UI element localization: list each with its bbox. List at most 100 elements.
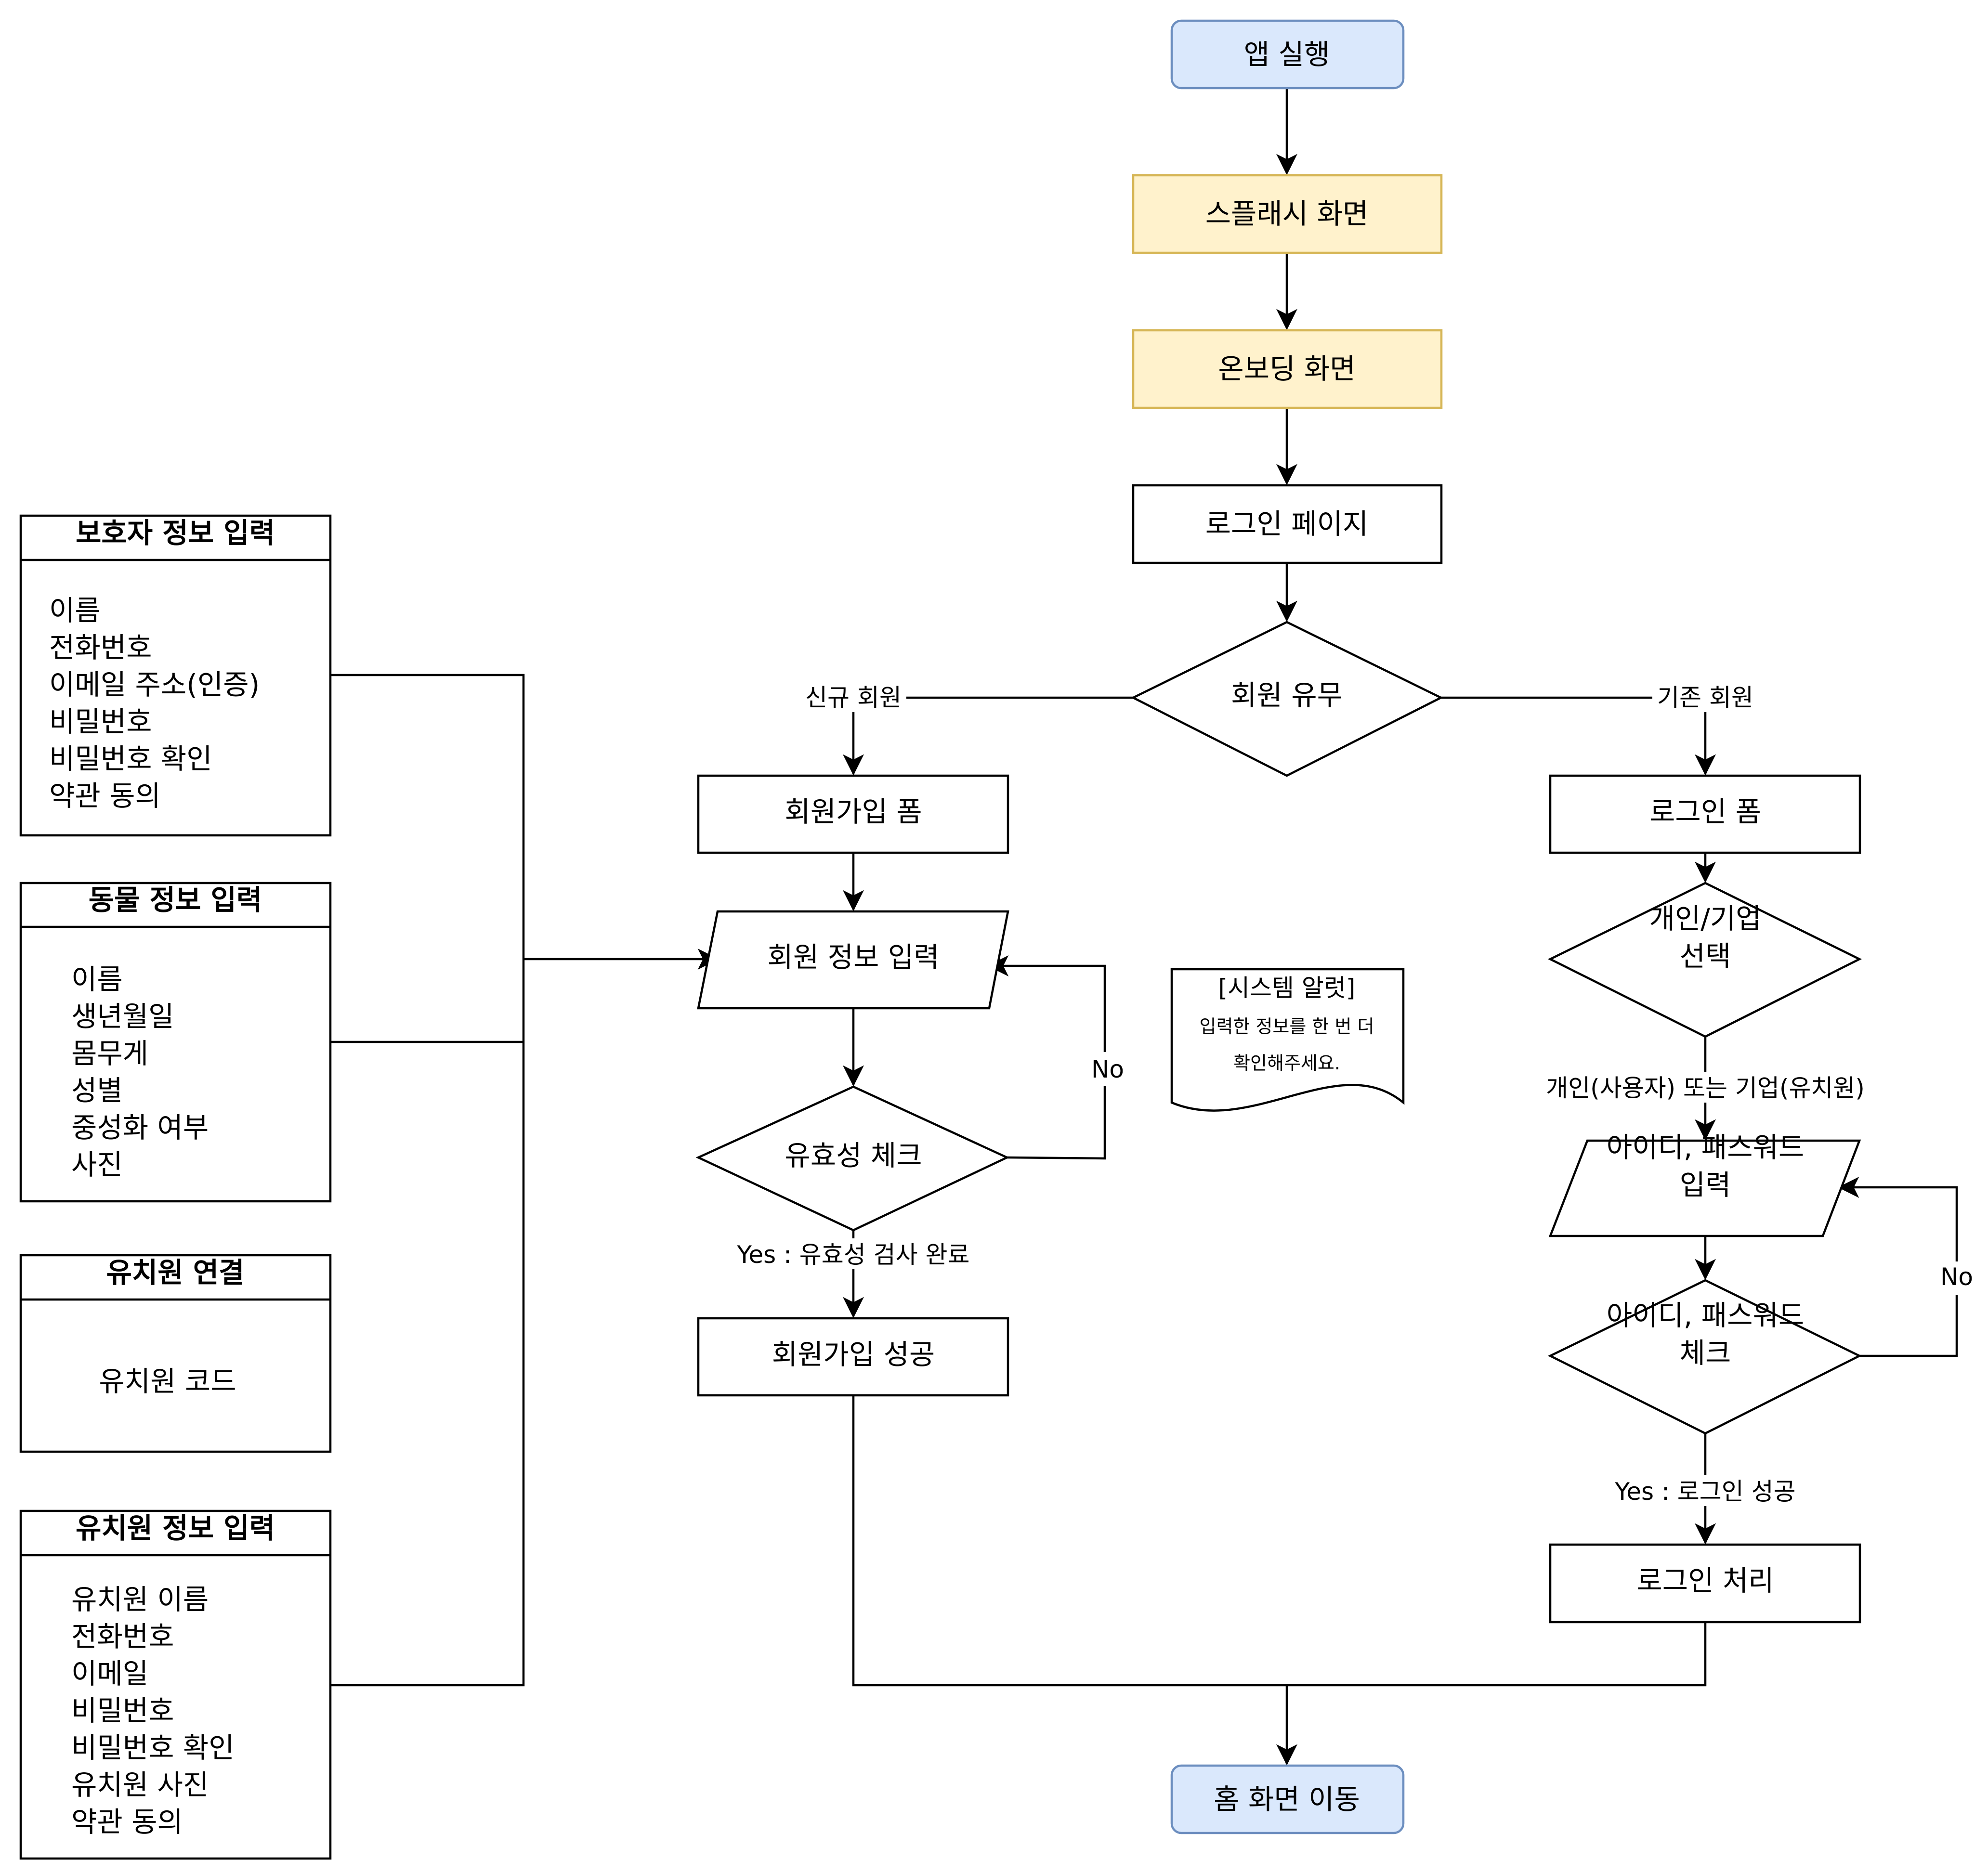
label-type-choice: 개인(사용자) 또는 기업(유치원) <box>1546 1074 1865 1102</box>
label-bg-validity-yes <box>737 1238 970 1269</box>
node-home-border <box>1170 1764 1405 1834</box>
label-bg-existing-member <box>1652 681 1758 712</box>
node-login-form-label: 로그인 폼 <box>1649 795 1761 828</box>
panel-guardian-title: 보호자 정보 입력 <box>76 517 275 549</box>
panel-list-item: 몸무게 <box>71 1037 148 1070</box>
node-label-line: 회원가입 폼 <box>785 795 922 828</box>
node-member-check-label: 회원 유무 <box>1231 679 1343 712</box>
panel-list-item: 유치원 이름 <box>71 1583 209 1616</box>
panel-animal-title: 동물 정보 입력 <box>89 884 262 916</box>
node-splash-label: 스플래시 화면 <box>1205 197 1369 230</box>
node-login-process <box>1549 1543 1861 1624</box>
label-bg-type-choice <box>1548 1072 1862 1103</box>
node-label-line: 로그인 처리 <box>1636 1564 1774 1597</box>
node-label-line: 스플래시 화면 <box>1205 197 1369 230</box>
node-type-select <box>1547 882 1862 1038</box>
nodes: 앱 실행 스플래시 화면 온보딩 화면 로그인 페이지 회원 유무 회원가입 폼… <box>695 19 1862 1834</box>
node-login-page-label: 로그인 페이지 <box>1205 507 1369 540</box>
label-bg-idpw-no <box>1936 1261 1976 1295</box>
node-label-line: 유효성 체크 <box>785 1139 922 1172</box>
edge-login-process-to-merge <box>1287 1622 1707 1687</box>
node-onboarding-border <box>1132 329 1443 409</box>
panel-list-item: 약관 동의 <box>49 780 161 812</box>
panel-list-item: 전화번호 <box>71 1620 174 1653</box>
node-validity-check-label: 유효성 체크 <box>785 1139 922 1172</box>
node-label-line: 로그인 폼 <box>1649 795 1761 828</box>
node-validity-check <box>695 1085 1010 1232</box>
label-bg-validity-no <box>1086 1052 1124 1086</box>
system-alert: [시스템 알럿] 입력한 정보를 한 번 더 확인해주세요. <box>1170 968 1405 1112</box>
system-alert-line-2: 확인해주세요. <box>1233 1053 1340 1074</box>
panel-list-item: 성별 <box>71 1074 123 1107</box>
panel-guardian-box <box>19 514 332 837</box>
node-splash <box>1133 175 1441 253</box>
node-label-line: 선택 <box>1680 940 1731 973</box>
panel-list-item: 중성화 여부 <box>71 1111 209 1144</box>
node-member-check <box>1130 621 1444 777</box>
panel-list-item: 이메일 주소(인증) <box>49 668 260 701</box>
panel-list-item: 약관 동의 <box>71 1806 183 1838</box>
node-signup-form-label: 회원가입 폼 <box>785 795 922 828</box>
node-start-border <box>1170 19 1405 90</box>
node-start <box>1172 21 1403 88</box>
label-idpw-yes: Yes : 로그인 성공 <box>1614 1478 1795 1506</box>
panel-animal-box <box>19 882 332 1203</box>
node-signup-form <box>697 774 1009 854</box>
node-login-form <box>1549 774 1861 854</box>
label-bg-new-member <box>800 681 906 712</box>
node-onboarding <box>1133 330 1441 408</box>
node-splash-border <box>1132 174 1443 254</box>
label-validity-yes: Yes : 유효성 검사 완료 <box>736 1241 969 1269</box>
panel-list-item: 비밀번호 확인 <box>71 1731 235 1764</box>
node-label-line: 회원 유무 <box>1231 679 1343 712</box>
label-validity-no: No <box>1091 1055 1124 1083</box>
node-label-line: 로그인 페이지 <box>1205 507 1369 540</box>
panel-kinder-link: 유치원 연결 유치원 코드 <box>19 1254 332 1453</box>
node-label-line: 회원가입 성공 <box>772 1338 935 1371</box>
system-alert-shape <box>1170 968 1405 1112</box>
panel-kinder-link-title: 유치원 연결 <box>106 1256 245 1289</box>
panel-list-item: 이메일 <box>71 1657 148 1690</box>
panel-list-item: 이름 <box>49 594 101 627</box>
panel-list-item: 유치원 사진 <box>71 1768 209 1801</box>
node-signup-success-label: 회원가입 성공 <box>772 1338 935 1371</box>
panel-list-item: 유치원 코드 <box>99 1365 236 1398</box>
node-start-label: 앱 실행 <box>1244 38 1330 71</box>
label-existing-member: 기존 회원 <box>1657 684 1753 712</box>
node-home <box>1172 1766 1403 1833</box>
panel-list-item: 사진 <box>71 1148 123 1181</box>
panel-kinder-link-box <box>19 1254 332 1453</box>
node-label-line: 개인/기업 <box>1649 902 1762 935</box>
edge-guardian-panel-bus <box>330 674 525 1687</box>
panel-kinder-link-items: 유치원 코드 <box>99 1365 236 1398</box>
panel-list-item: 전화번호 <box>49 631 152 664</box>
edge-labels: 신규 회원 기존 회원 No Yes : 유효성 검사 완료 개인(사용자) 또… <box>736 681 1976 1506</box>
node-label-line: 회원 정보 입력 <box>767 941 939 974</box>
label-new-member: 신규 회원 <box>805 684 902 712</box>
node-label-line: 아이디, 패스워드 <box>1607 1299 1804 1332</box>
panel-list-item: 비밀번호 <box>71 1694 174 1727</box>
node-id-pw-check <box>1547 1279 1862 1435</box>
node-label-line: 온보딩 화면 <box>1218 352 1355 385</box>
node-signup-success <box>697 1317 1009 1397</box>
panel-kinder-info-box <box>19 1509 332 1860</box>
edge-success-to-merge <box>852 1395 1287 1687</box>
panel-list-item: 비밀번호 <box>49 705 152 738</box>
panel-list-item: 생년월일 <box>71 1000 174 1033</box>
system-alert-title: [시스템 알럿] <box>1218 974 1356 1002</box>
node-member-input <box>697 910 1009 1010</box>
node-label-line: 체크 <box>1680 1337 1731 1369</box>
node-id-pw-input <box>1548 1139 1861 1237</box>
panel-list-item: 이름 <box>71 963 123 996</box>
